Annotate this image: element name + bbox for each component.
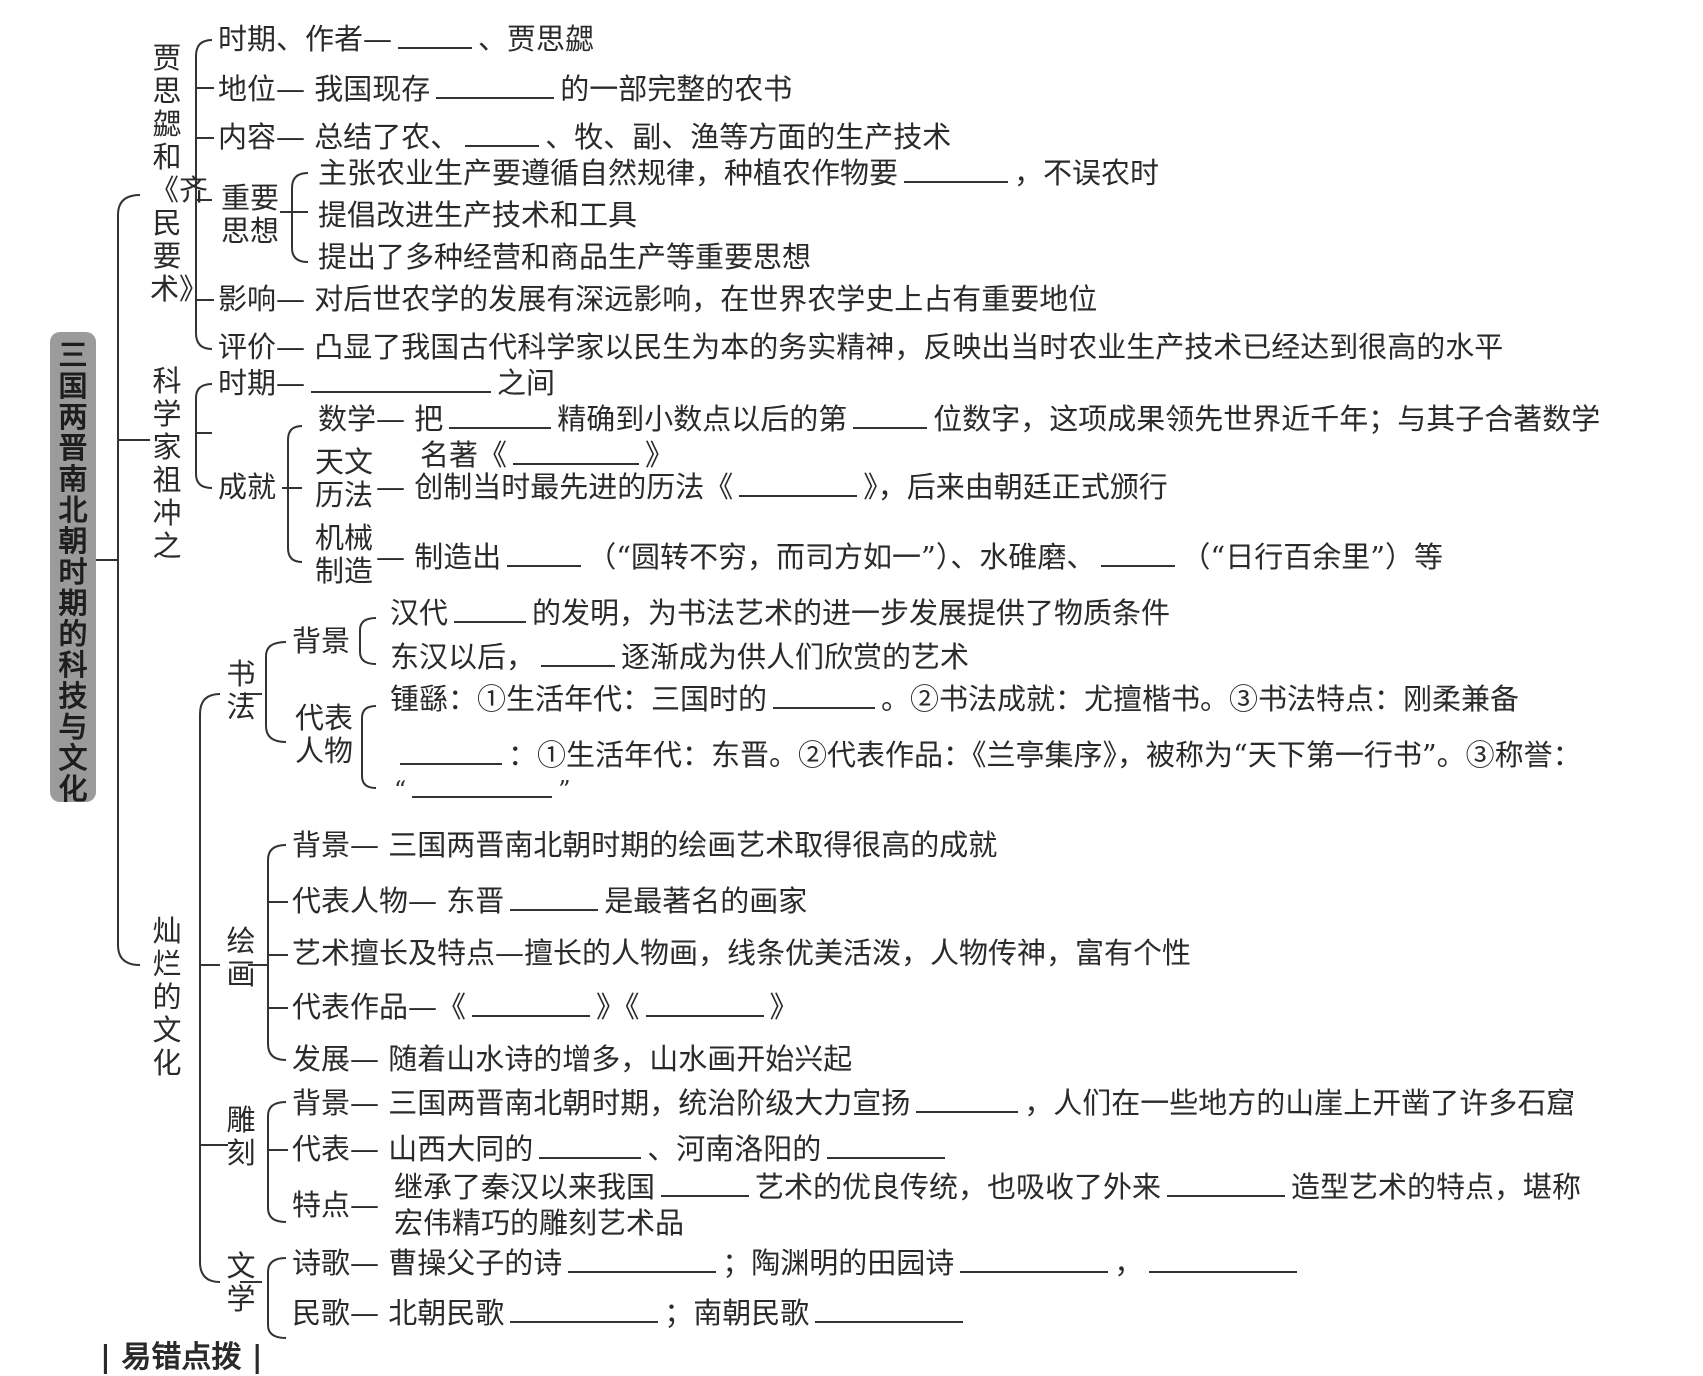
answer-blank[interactable] xyxy=(449,403,552,429)
answer-blank[interactable] xyxy=(916,1087,1019,1113)
answer-blank[interactable] xyxy=(454,597,527,623)
sculpture-rep: 代表— 山西大同的、河南洛阳的 xyxy=(292,1132,951,1166)
jia-period-row: 时期、作者—、贾思勰 xyxy=(218,22,595,56)
calligraphy-rep-label: 代表人物 xyxy=(294,701,353,768)
sculpture-feat-label: 特点— xyxy=(292,1188,380,1222)
answer-blank[interactable] xyxy=(960,1247,1109,1273)
sculpture-feat-1: 继承了秦汉以来我国艺术的优良传统，也吸收了外来造型艺术的特点，堪称 xyxy=(394,1170,1582,1204)
jia-idea-3: 提出了多种经营和商品生产等重要思想 xyxy=(318,240,812,274)
painting-dev: 发展— 随着山水诗的增多，山水画开始兴起 xyxy=(292,1042,853,1076)
answer-blank[interactable] xyxy=(773,683,876,709)
sculpture-label: 雕刻 xyxy=(226,1103,256,1170)
answer-blank[interactable] xyxy=(311,367,492,393)
answer-blank[interactable] xyxy=(827,1133,946,1159)
answer-blank[interactable] xyxy=(853,403,928,429)
answer-blank[interactable] xyxy=(436,73,555,99)
answer-blank[interactable] xyxy=(465,121,540,147)
answer-blank[interactable] xyxy=(510,885,599,911)
answer-blank[interactable] xyxy=(400,739,502,765)
jia-evaluation-row: 评价— 凸显了我国古代科学家以民生为本的务实精神，反映出当时农业生产技术已经达到… xyxy=(218,330,1504,364)
calligraphy-rep-1: 锺繇：①生活年代：三国时的。②书法成就：尤擅楷书。③书法特点：刚柔兼备 xyxy=(390,682,1520,716)
literature-poem: 诗歌— 曹操父子的诗；陶渊明的田园诗， xyxy=(292,1246,1303,1280)
zu-mech-label: 机械制造 xyxy=(314,521,373,588)
answer-blank[interactable] xyxy=(472,991,591,1017)
jia-idea-2: 提倡改进生产技术和工具 xyxy=(318,198,638,232)
sculpture-feat-2: 宏伟精巧的雕刻艺术品 xyxy=(394,1206,685,1240)
literature-folk: 民歌— 北朝民歌；南朝民歌 xyxy=(292,1296,969,1330)
answer-blank[interactable] xyxy=(539,1133,642,1159)
calligraphy-rep-2-line2: “” xyxy=(394,772,571,807)
main-title-box: 三国两晋南北朝时期的科技与文化 xyxy=(50,332,96,806)
calligraphy-bg-1: 汉代的发明，为书法艺术的进一步发展提供了物质条件 xyxy=(390,596,1171,630)
answer-blank[interactable] xyxy=(1167,1171,1286,1197)
sculpture-bg: 背景— 三国两晋南北朝时期，统治阶级大力宣扬，人们在一些地方的山崖上开凿了许多石… xyxy=(292,1086,1576,1120)
painting-bg: 背景— 三国两晋南北朝时期的绘画艺术取得很高的成就 xyxy=(292,828,998,862)
answer-blank[interactable] xyxy=(645,991,764,1017)
calligraphy-bg-label: 背景 xyxy=(292,624,351,658)
answer-blank[interactable] xyxy=(507,541,582,567)
literature-label: 文学 xyxy=(226,1249,256,1316)
jia-status-row: 地位— 我国现存的一部完整的农书 xyxy=(218,72,793,106)
answer-blank[interactable] xyxy=(412,772,553,798)
jia-influence-row: 影响— 对后世农学的发展有深远影响，在世界农学史上占有重要地位 xyxy=(218,282,1098,316)
painting-label: 绘画 xyxy=(226,924,256,991)
section-jia-label: 贾思勰和《齐民要术》 xyxy=(150,41,209,306)
zu-mech-row: — 制造出（“圆转不穷，而司方如一”）、水碓磨、（“日行百余里”）等 xyxy=(376,540,1444,574)
answer-blank[interactable] xyxy=(1101,541,1176,567)
main-title: 三国两晋南北朝时期的科技与文化 xyxy=(58,338,88,806)
answer-blank[interactable] xyxy=(815,1297,964,1323)
answer-blank[interactable] xyxy=(568,1247,717,1273)
error-tips-heading: | 易错点拨 | xyxy=(100,1340,263,1375)
answer-blank[interactable] xyxy=(739,471,858,497)
answer-blank[interactable] xyxy=(904,157,1009,183)
zu-period-row: 时期—之间 xyxy=(218,366,556,400)
zu-astro-row: — 创制当时最先进的历法《》，后来由朝廷正式颁行 xyxy=(376,470,1168,504)
calligraphy-bg-2: 东汉以后，逐渐成为供人们欣赏的艺术 xyxy=(390,640,970,674)
answer-blank[interactable] xyxy=(661,1171,750,1197)
zu-math-row: 数学— 把精确到小数点以后的第位数字，这项成果领先世界近千年；与其子合著数学 xyxy=(318,402,1601,436)
zu-achieve-label: 成就 xyxy=(218,470,277,504)
jia-idea-1: 主张农业生产要遵循自然规律，种植农作物要，不误农时 xyxy=(318,156,1160,190)
section-culture-label: 灿烂的文化 xyxy=(152,914,182,1080)
answer-blank[interactable] xyxy=(398,23,473,49)
jia-ideas-label: 重要思想 xyxy=(220,181,279,248)
calligraphy-rep-2: ：①生活年代：东晋。②代表作品：《兰亭集序》，被称为“天下第一行书”。③称誉： xyxy=(394,738,1582,772)
answer-blank[interactable] xyxy=(513,439,640,465)
jia-content-row: 内容— 总结了农、、牧、副、渔等方面的生产技术 xyxy=(218,120,952,154)
painting-rep: 代表人物— 东晋是最著名的画家 xyxy=(292,884,808,918)
answer-blank[interactable] xyxy=(541,641,616,667)
answer-blank[interactable] xyxy=(1149,1247,1298,1273)
painting-art: 艺术擅长及特点—擅长的人物画，线条优美活泼，人物传神，富有个性 xyxy=(292,936,1192,970)
zu-astro-label: 天文历法 xyxy=(314,445,373,512)
zu-math-row-2: 名著《》 xyxy=(420,438,675,472)
answer-blank[interactable] xyxy=(510,1297,659,1323)
calligraphy-label: 书法 xyxy=(226,657,256,724)
painting-works: 代表作品—《》《》 xyxy=(292,990,799,1024)
section-zu-label: 科学家祖冲之 xyxy=(152,364,182,563)
